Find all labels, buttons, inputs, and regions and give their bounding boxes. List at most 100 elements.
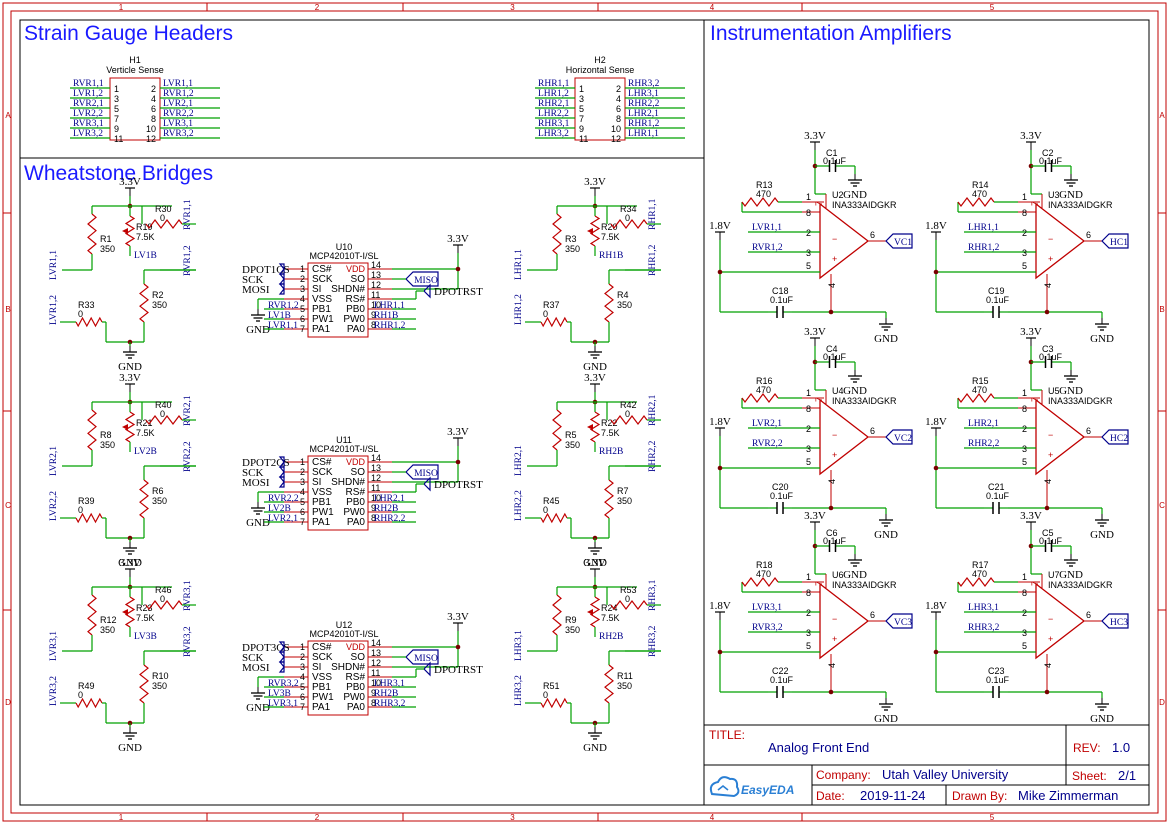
ic-pin-num: 11 bbox=[371, 668, 380, 678]
pin-num: 1 bbox=[1022, 388, 1027, 398]
net-port-label: MISO bbox=[414, 469, 438, 479]
resistor-symbol bbox=[589, 411, 601, 443]
resistor-ref: R16 bbox=[756, 376, 773, 386]
section-title-amps: Instrumentation Amplifiers bbox=[710, 22, 952, 45]
ic-ref: U2 bbox=[832, 190, 844, 200]
pot-net: LV2B bbox=[134, 447, 157, 457]
resistor-ref: R8 bbox=[100, 430, 112, 440]
pin-num: 2 bbox=[806, 608, 811, 618]
border-row-label: C bbox=[5, 501, 11, 510]
ic-pin-num: 13 bbox=[371, 270, 381, 280]
resistor-ref: R51 bbox=[543, 681, 560, 691]
pin-num: 4 bbox=[1043, 479, 1053, 484]
resistor-symbol bbox=[87, 213, 97, 255]
ic-pin-num: 5 bbox=[300, 304, 305, 314]
resistor-value: 350 bbox=[152, 300, 167, 310]
ic-pin-num: 2 bbox=[300, 467, 305, 477]
resistor-value: 0 bbox=[160, 409, 165, 419]
header-pin: 9 bbox=[579, 124, 584, 134]
power-symbol: 3.3V bbox=[804, 510, 826, 530]
ic-pin-name: PB0 bbox=[346, 497, 365, 508]
resistor-value: 350 bbox=[565, 440, 580, 450]
sheet-label: Sheet: bbox=[1072, 769, 1107, 783]
junction-dot bbox=[1044, 309, 1050, 315]
resistor-value: 0 bbox=[625, 213, 630, 223]
power-symbol: 1.8V bbox=[709, 220, 731, 240]
ic-pin-name: SHDN# bbox=[331, 477, 365, 488]
ic-pin-num: 3 bbox=[300, 284, 305, 294]
ic-pin-num: 13 bbox=[371, 463, 381, 473]
cap-ref: C19 bbox=[988, 286, 1005, 296]
header-net-right: RHR2,2 bbox=[628, 99, 660, 109]
resistor-value: 350 bbox=[100, 625, 115, 635]
resistor-symbol bbox=[604, 664, 614, 704]
ic-pin-name: PA1 bbox=[312, 702, 331, 713]
border-row-label: D bbox=[1159, 698, 1165, 707]
power-label: 1.8V bbox=[925, 416, 947, 428]
pin-num: 4 bbox=[827, 283, 837, 288]
bridge-net: RHR2,2 bbox=[648, 440, 658, 472]
pot-ref: R23 bbox=[136, 603, 153, 613]
ground-symbol: GND bbox=[843, 554, 867, 581]
gnd-label: GND bbox=[246, 702, 270, 714]
bridge-net: RVR2,2 bbox=[183, 441, 193, 472]
junction-dot bbox=[933, 465, 939, 471]
resistor-symbol bbox=[589, 596, 601, 628]
pin-num: 8 bbox=[806, 404, 811, 414]
power-symbol: 1.8V bbox=[709, 416, 731, 436]
gnd-label: GND bbox=[1059, 189, 1083, 201]
ic-net-right: RHR1,2 bbox=[374, 321, 406, 331]
ic-pin-num: 11 bbox=[371, 483, 380, 493]
ic-pin-name: CS# bbox=[312, 457, 332, 468]
ground-symbol: GND bbox=[1090, 514, 1114, 541]
border-row-label: B bbox=[5, 305, 10, 314]
resistor-value: 0 bbox=[543, 690, 548, 700]
section-title-bridges: Wheatstone Bridges bbox=[24, 162, 213, 185]
ic-pin-name: RS# bbox=[346, 672, 366, 683]
header-pin: 8 bbox=[616, 114, 621, 124]
ic-pin-name: VDD bbox=[346, 642, 366, 652]
resistor-symbol bbox=[124, 411, 136, 443]
power-label: 3.3V bbox=[804, 326, 826, 338]
header-pin: 12 bbox=[611, 134, 621, 144]
power-label: 3.3V bbox=[447, 611, 469, 623]
cap-ref: C6 bbox=[826, 528, 838, 538]
ic-pin-num: 6 bbox=[300, 692, 305, 702]
ic-ref: U6 bbox=[832, 570, 844, 580]
inv-sign: − bbox=[1048, 430, 1053, 440]
company-label: Company: bbox=[816, 768, 871, 782]
border-col-label: 4 bbox=[710, 813, 715, 822]
pot-value: 7.5K bbox=[601, 232, 620, 242]
ic-ref: U12 bbox=[336, 620, 353, 630]
easyeda-cloud-icon bbox=[709, 776, 740, 798]
cap-value: 0.1uF bbox=[1039, 536, 1063, 546]
border-col-label: 4 bbox=[710, 3, 715, 12]
pin-num: 5 bbox=[1022, 261, 1027, 271]
bridge-net: LVR1,1 bbox=[49, 250, 59, 280]
ic-pin-num: 4 bbox=[300, 672, 305, 682]
spi-label: MOSI bbox=[242, 284, 270, 296]
ic-pin-num: 14 bbox=[371, 260, 381, 270]
ic-pin-name: PB1 bbox=[312, 497, 331, 508]
power-label: 3.3V bbox=[447, 233, 469, 245]
ic-pin-name: SHDN# bbox=[331, 662, 365, 673]
ic-pin-name: PW1 bbox=[312, 692, 334, 703]
company-value: Utah Valley University bbox=[882, 767, 1009, 782]
power-label: 1.8V bbox=[709, 220, 731, 232]
bridge-net: LHR1,2 bbox=[514, 294, 524, 325]
ic-net-left: RVR2,2 bbox=[268, 494, 299, 504]
resistor-value: 0 bbox=[78, 690, 83, 700]
resistor-ref: R13 bbox=[756, 180, 773, 190]
ic-pin-name: VDD bbox=[346, 457, 366, 467]
section-title-headers: Strain Gauge Headers bbox=[24, 22, 233, 45]
pin-num: 4 bbox=[827, 663, 837, 668]
noninv-sign: + bbox=[1048, 634, 1053, 644]
bridge-net: LHR2,1 bbox=[514, 445, 524, 476]
ic-pin-name: SO bbox=[351, 652, 366, 663]
net-port-label: VC3 bbox=[894, 618, 912, 628]
